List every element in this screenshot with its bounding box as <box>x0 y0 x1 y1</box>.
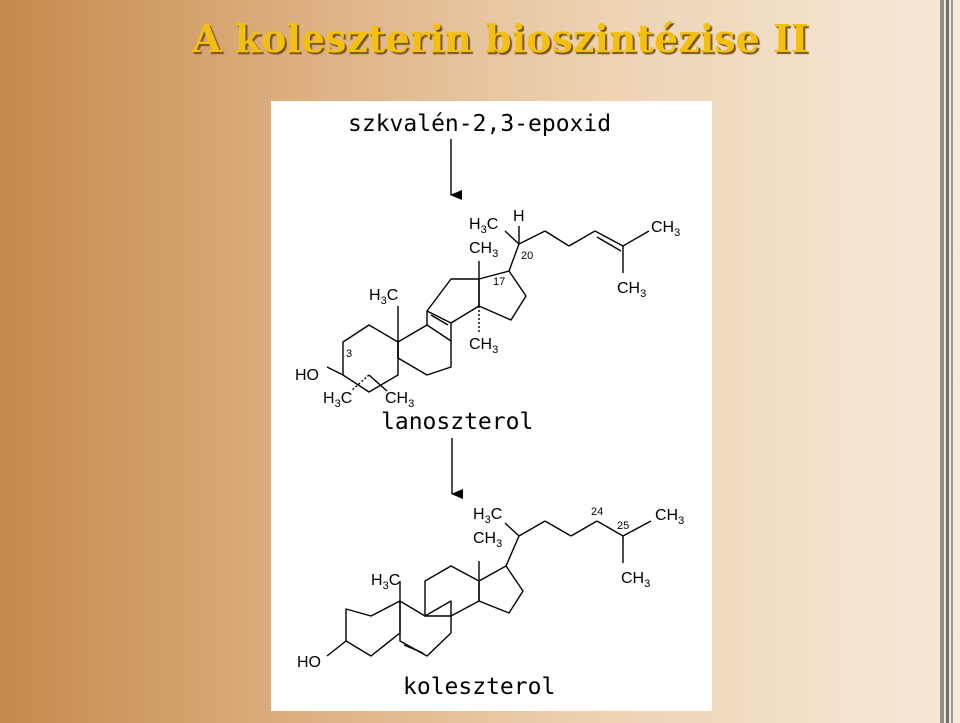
lanosterol-ch3-c14: CH3 <box>469 336 498 356</box>
cholesterol-ch3-c18: CH3 <box>473 530 502 550</box>
ring-c <box>426 278 480 324</box>
cholesterol-h3c-c19: H3C <box>371 572 400 592</box>
ring-c <box>424 565 480 617</box>
ring-a <box>345 600 401 657</box>
lanosterol-ch3-side-lower: CH3 <box>617 280 646 300</box>
ring-d <box>478 270 527 321</box>
lanosterol-ch3-c18: CH3 <box>469 240 498 260</box>
position-3-label: 3 <box>346 348 352 360</box>
cholesterol-h3c-top: H3C <box>473 506 502 526</box>
cholesterol-ch3-side-lower: CH3 <box>621 570 650 590</box>
lanosterol-h-20: H <box>513 208 525 225</box>
product-name: koleszterol <box>403 674 555 700</box>
position-24-label: 24 <box>591 506 603 518</box>
lanosterol-h3c-c19: H3C <box>369 287 398 307</box>
decorative-bar <box>951 0 953 723</box>
cholesterol-ho: HO <box>297 654 321 671</box>
cholesterol-structure: H3C CH3 CH3 CH3 H3C HO 24 25 <box>297 506 684 671</box>
cholesterol-ch3-side: CH3 <box>655 507 684 527</box>
lanosterol-h3c-top: H3C <box>469 216 498 236</box>
ring-d <box>478 565 524 614</box>
decorative-bar <box>946 0 949 723</box>
lanosterol-ho: HO <box>295 367 319 384</box>
lanosterol-ch3-c4b: CH3 <box>385 390 414 410</box>
position-20-label: 20 <box>521 250 533 262</box>
position-25-label: 25 <box>617 520 629 532</box>
slide-title: A koleszterin bioszintézise II <box>192 16 809 61</box>
lanosterol-h3c-c4a: H3C <box>323 390 352 410</box>
start-compound-name: szkvalén-2,3-epoxid <box>348 111 611 137</box>
diagram-panel: szkvalén-2,3-epoxid <box>271 101 712 711</box>
lanosterol-ch3-side: CH3 <box>651 219 680 239</box>
lanosterol-structure: H3C H CH3 CH3 CH3 H3C CH3 HO H3C CH3 3 1… <box>295 208 680 410</box>
intermediate-name: lanoszterol <box>381 409 533 435</box>
pathway-diagram: szkvalén-2,3-epoxid <box>295 111 684 700</box>
decorative-bar <box>940 0 944 723</box>
position-17-label: 17 <box>493 276 505 288</box>
ring-b <box>397 324 452 376</box>
